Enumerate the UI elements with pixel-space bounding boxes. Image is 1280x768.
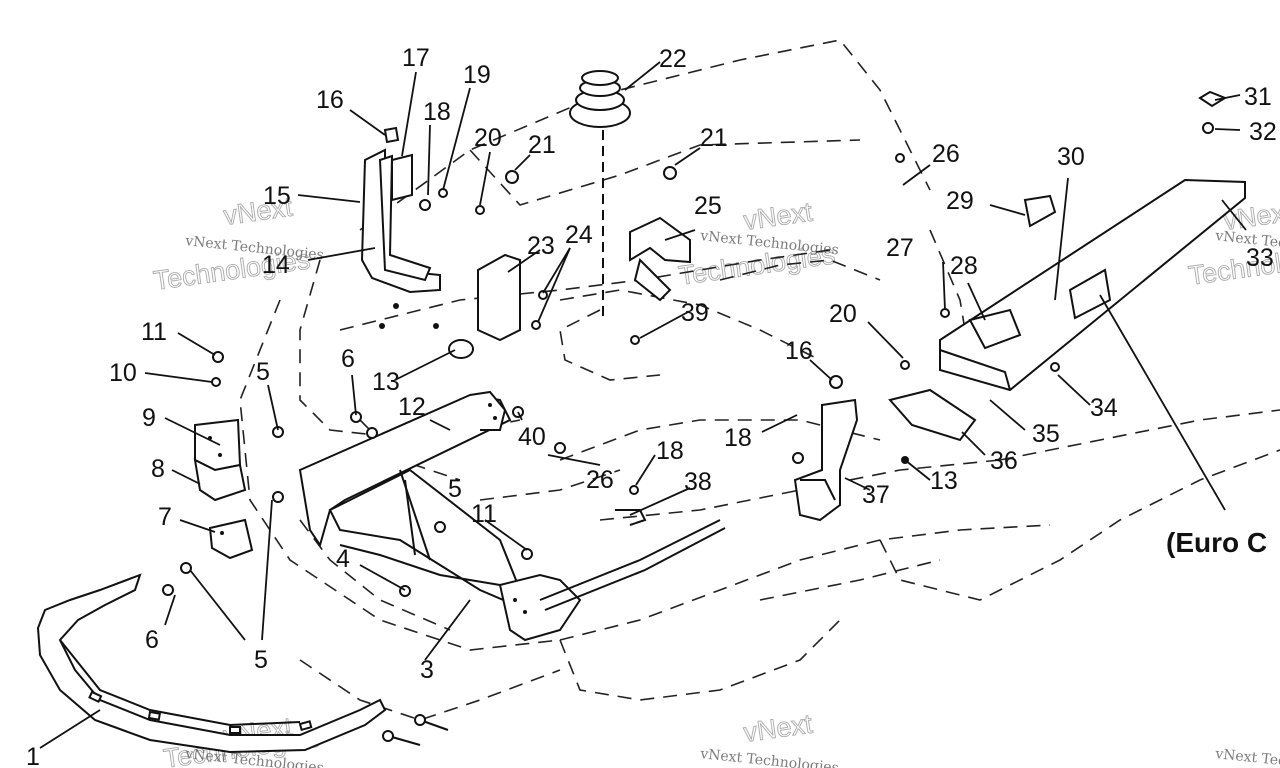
callout-32: 32 <box>1249 118 1277 146</box>
rear-rail <box>888 90 1246 464</box>
watermark-small: vNext Technologies <box>1214 746 1280 768</box>
callout-39: 39 <box>681 299 709 327</box>
euro-note: (Euro C <box>1166 527 1267 558</box>
center-brackets <box>477 166 691 342</box>
callout-35: 35 <box>1032 420 1060 448</box>
callout-26: 26 <box>932 140 960 168</box>
callout-3: 3 <box>420 656 434 684</box>
callout-11: 11 <box>471 500 497 528</box>
upper-left-bracket <box>360 126 441 329</box>
callout-18: 18 <box>724 424 752 452</box>
callout-11: 11 <box>141 318 167 346</box>
callout-1: 1 <box>26 743 40 768</box>
watermark-small: vNext Technologies <box>699 746 840 768</box>
grommet <box>448 339 474 359</box>
left-brackets <box>193 351 254 560</box>
front-bumper <box>36 573 387 754</box>
callout-20: 20 <box>474 124 502 152</box>
callout-10: 10 <box>109 359 137 387</box>
callout-22: 22 <box>659 45 687 73</box>
chassis-outline <box>239 39 1280 721</box>
callout-27: 27 <box>886 234 914 262</box>
callout-37: 37 <box>862 481 890 509</box>
callout-26: 26 <box>586 466 614 494</box>
callout-4: 4 <box>336 545 350 573</box>
filler-cap <box>569 70 631 320</box>
callout-7: 7 <box>158 503 172 531</box>
callout-36: 36 <box>990 447 1018 475</box>
watermark-big: vNext <box>742 197 815 236</box>
callout-13: 13 <box>372 368 400 396</box>
callout-31: 31 <box>1244 83 1272 111</box>
callout-21: 21 <box>528 131 556 159</box>
callout-14: 14 <box>262 251 290 279</box>
right-bracket <box>793 375 859 522</box>
callout-6: 6 <box>341 345 355 373</box>
callout-19: 19 <box>463 61 491 89</box>
callout-29: 29 <box>946 187 974 215</box>
callout-21: 21 <box>700 124 728 152</box>
callout-8: 8 <box>151 455 165 483</box>
callout-30: 30 <box>1057 143 1085 171</box>
fasteners <box>162 153 1060 597</box>
callout-16: 16 <box>785 337 813 365</box>
callout-labels: 1 3 4 5 5 5 6 6 7 8 9 10 11 11 12 13 13 … <box>26 44 1277 768</box>
callout-23: 23 <box>527 232 555 260</box>
callout-38: 38 <box>684 468 712 496</box>
callout-34: 34 <box>1090 394 1118 422</box>
callout-5: 5 <box>254 646 268 674</box>
front-frame <box>298 390 726 642</box>
callout-25: 25 <box>694 192 722 220</box>
callout-16: 16 <box>316 86 344 114</box>
bumper-bolts <box>382 714 449 746</box>
callout-5: 5 <box>256 358 270 386</box>
callout-18: 18 <box>656 437 684 465</box>
callout-24: 24 <box>565 221 593 249</box>
callout-28: 28 <box>950 252 978 280</box>
callout-17: 17 <box>402 44 430 72</box>
callout-15: 15 <box>263 182 291 210</box>
callout-9: 9 <box>142 404 156 432</box>
callout-33: 33 <box>1246 244 1274 272</box>
callout-13: 13 <box>930 467 958 495</box>
callout-12: 12 <box>398 393 426 421</box>
leader-lines <box>39 61 1247 749</box>
callout-40: 40 <box>518 423 546 451</box>
callout-18: 18 <box>423 98 451 126</box>
watermark-big: vNext <box>742 709 815 748</box>
callout-20: 20 <box>829 300 857 328</box>
callout-6: 6 <box>145 626 159 654</box>
callout-5: 5 <box>448 475 462 503</box>
